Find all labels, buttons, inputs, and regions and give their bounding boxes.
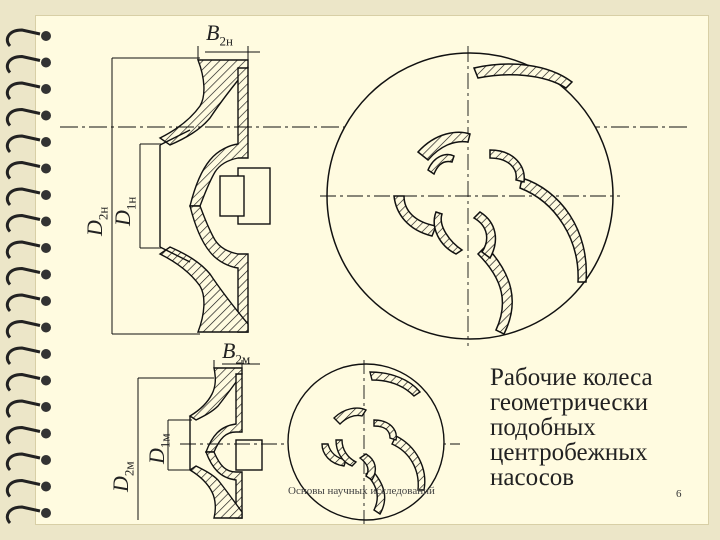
binding-ring [5, 478, 41, 498]
label-d2n: D2н [82, 206, 111, 236]
footer-text: Основы научных исследований [288, 485, 435, 497]
slide-title: Рабочие колеса геометрически подобных це… [490, 365, 705, 490]
title-line: центробежных [490, 439, 648, 466]
binding-hole [41, 428, 51, 439]
binding-ring [5, 160, 41, 180]
binding-ring [5, 425, 41, 445]
binding-hole [41, 269, 51, 280]
large-hub-disc-lower [189, 205, 249, 333]
binding-hole [41, 243, 51, 253]
binding-ring [5, 134, 41, 154]
binding-hole [41, 163, 51, 174]
binding-ring [5, 452, 41, 472]
spiral-binding [5, 28, 51, 525]
large-bottom-shroud [158, 246, 249, 333]
binding-hole [41, 84, 51, 94]
binding-ring [5, 505, 41, 525]
binding-ring [5, 213, 41, 233]
large-impeller-section [111, 46, 271, 335]
binding-ring [5, 372, 41, 392]
label-b2n: B2н [206, 20, 233, 49]
binding-hole [41, 349, 51, 359]
label-b2m: B2м [222, 338, 251, 367]
binding-ring [5, 266, 41, 286]
title-line: Рабочие колеса [490, 364, 653, 391]
binding-hole [41, 31, 51, 41]
title-line: подобных [490, 414, 596, 441]
binding-hole [41, 110, 51, 121]
title-line: геометрически [490, 389, 648, 416]
small-impeller-front [287, 360, 445, 524]
label-d1n: D1н [110, 196, 139, 226]
label-d1m: D1м [144, 433, 173, 464]
binding-hole [41, 296, 51, 306]
binding-ring [5, 346, 41, 366]
binding-ring [5, 399, 41, 419]
binding-ring [5, 293, 41, 313]
binding-hole [41, 508, 51, 518]
binding-ring [5, 54, 41, 74]
binding-hole [41, 137, 51, 147]
binding-hole [41, 216, 51, 227]
binding-hole [41, 455, 51, 465]
binding-hole [41, 322, 51, 333]
binding-hole [41, 402, 51, 412]
large-top-shroud [158, 59, 249, 146]
binding-hole [41, 481, 51, 492]
binding-ring [5, 107, 41, 127]
binding-ring [5, 81, 41, 101]
binding-ring [5, 319, 41, 339]
title-line: насосов [490, 464, 575, 491]
small-impeller-section [137, 360, 263, 520]
large-impeller-front [320, 46, 620, 346]
binding-hole [41, 375, 51, 386]
binding-hole [41, 57, 51, 68]
binding-hole [41, 190, 51, 200]
binding-ring [5, 240, 41, 260]
binding-ring [5, 187, 41, 207]
page-number: 6 [676, 488, 682, 500]
binding-ring [5, 28, 41, 48]
label-d2m: D2м [108, 461, 137, 492]
